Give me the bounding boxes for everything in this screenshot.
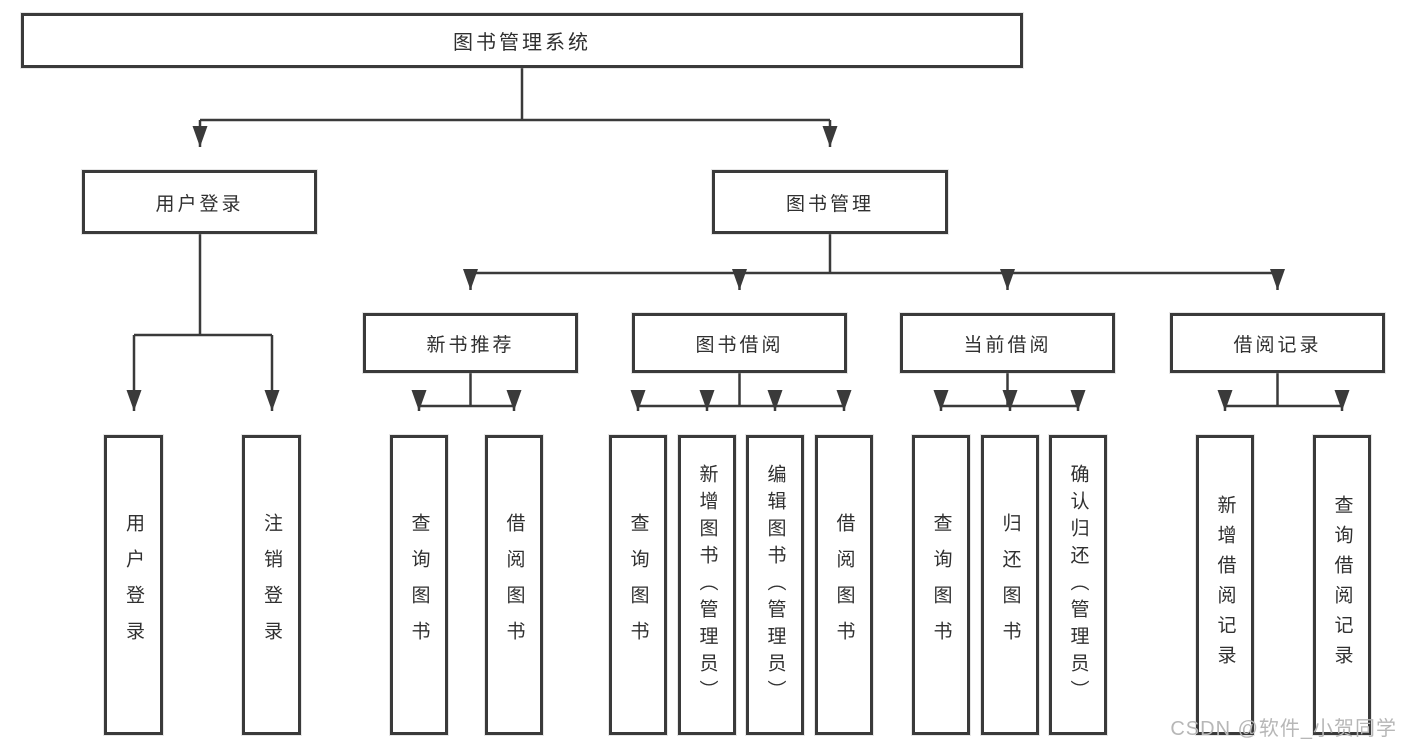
leaf-current-query-books-label: 查询图书 (930, 513, 952, 657)
leaf-return-book-label: 归还图书 (999, 513, 1021, 657)
node-current-borrow: 当前借阅 (900, 313, 1115, 373)
node-root-system: 图书管理系统 (21, 13, 1023, 68)
leaf-user-login-label: 用户登录 (123, 513, 144, 657)
leaf-query-borrow-record: 查询借阅记录 (1313, 435, 1371, 735)
leaf-recommend-query-books-label: 查询图书 (408, 513, 430, 657)
leaf-borrow-query-books-label: 查询图书 (627, 513, 649, 657)
leaf-add-book-admin: 新增图书（管理员） (678, 435, 736, 735)
node-root-system-label: 图书管理系统 (453, 32, 591, 54)
node-book-management: 图书管理 (712, 170, 948, 234)
leaf-borrow-borrow-books: 借阅图书 (815, 435, 873, 735)
leaf-recommend-query-books: 查询图书 (390, 435, 448, 735)
node-book-management-label: 图书管理 (785, 193, 874, 215)
leaf-recommend-borrow-books: 借阅图书 (485, 435, 543, 735)
leaf-add-book-admin-label: 新增图书（管理员） (696, 463, 718, 707)
leaf-user-login: 用户登录 (104, 435, 163, 735)
leaf-borrow-query-books: 查询图书 (609, 435, 667, 735)
leaf-current-query-books: 查询图书 (912, 435, 970, 735)
leaf-borrow-borrow-books-label: 借阅图书 (833, 513, 855, 657)
leaf-add-borrow-record-label: 新增借阅记录 (1214, 495, 1236, 675)
node-current-borrow-label: 当前借阅 (963, 334, 1052, 356)
leaf-edit-book-admin-label: 编辑图书（管理员） (764, 463, 786, 707)
node-book-borrow-label: 图书借阅 (695, 334, 784, 356)
node-user-login: 用户登录 (82, 170, 317, 234)
node-borrow-records-label: 借阅记录 (1233, 334, 1322, 356)
node-borrow-records: 借阅记录 (1170, 313, 1385, 373)
leaf-add-borrow-record: 新增借阅记录 (1196, 435, 1254, 735)
leaf-logout: 注销登录 (242, 435, 301, 735)
leaf-confirm-return-admin: 确认归还（管理员） (1049, 435, 1107, 735)
node-book-borrow: 图书借阅 (632, 313, 847, 373)
node-new-book-recommend-label: 新书推荐 (426, 334, 515, 356)
node-user-login-label: 用户登录 (155, 193, 244, 215)
leaf-edit-book-admin: 编辑图书（管理员） (746, 435, 804, 735)
leaf-query-borrow-record-label: 查询借阅记录 (1331, 495, 1353, 675)
leaf-confirm-return-admin-label: 确认归还（管理员） (1067, 463, 1089, 707)
leaf-logout-label: 注销登录 (261, 513, 282, 657)
leaf-return-book: 归还图书 (981, 435, 1039, 735)
node-new-book-recommend: 新书推荐 (363, 313, 578, 373)
leaf-recommend-borrow-books-label: 借阅图书 (503, 513, 525, 657)
